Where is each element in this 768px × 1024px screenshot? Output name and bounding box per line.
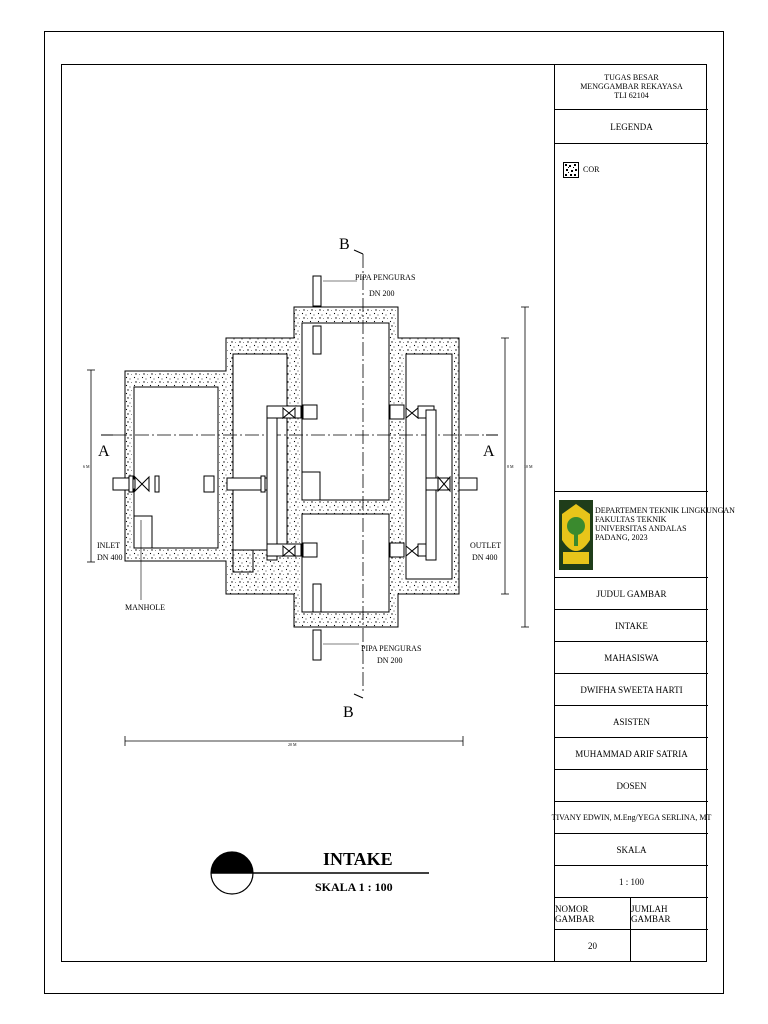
lecturer-label: DOSEN	[555, 770, 708, 802]
dimension-lines	[87, 306, 529, 746]
sheet-inner-border	[61, 64, 707, 962]
institution-line-1: DEPARTEMEN TEKNIK LINGKUNGAN	[595, 506, 735, 515]
lecturer-name: TIVANY EDWIN, M.Eng/YEGA SERLINA, MT	[552, 802, 711, 834]
drain-pipe-top-label-2: DN 200	[369, 289, 395, 298]
drawing-title-label: JUDUL GAMBAR	[555, 578, 708, 610]
scale-label: SKALA	[555, 834, 708, 866]
university-logo-icon	[559, 500, 593, 570]
dimension-right-inner-label: 8 M	[507, 464, 514, 469]
number-header-row: NOMOR GAMBAR JUMLAH GAMBAR	[555, 898, 708, 930]
institution-line-3: UNIVERSITAS ANDALAS	[595, 524, 687, 533]
course-line-3: TLI 62104	[614, 91, 649, 100]
title-symbol	[210, 851, 429, 895]
section-b-top-label: B	[339, 236, 350, 253]
section-a-left-label: A	[98, 443, 110, 460]
intake-plan-drawing: A A B B PIPA PENGURAS DN 200 PIPA PENGUR…	[83, 236, 533, 895]
main-drawing-title: INTAKE	[323, 849, 393, 869]
inlet-pipe	[112, 475, 215, 493]
drawing-number-label: NOMOR GAMBAR	[555, 898, 631, 929]
course-line-2: MENGGAMBAR REKAYASA	[580, 82, 683, 91]
sheet-outer-border	[44, 31, 724, 994]
drain-pipe-top	[312, 275, 322, 355]
institution-text: DEPARTEMEN TEKNIK LINGKUNGAN FAKULTAS TE…	[595, 506, 735, 542]
drawing-count-label: JUMLAH GAMBAR	[631, 903, 671, 924]
course-line-1: TUGAS BESAR	[604, 73, 659, 82]
assistant-name: MUHAMMAD ARIF SATRIA	[555, 738, 708, 770]
inlet-label-1: INLET	[97, 541, 120, 550]
dimension-left-label: 6 M	[83, 464, 90, 469]
concrete-walls	[124, 306, 460, 628]
legend-title: LEGENDA	[555, 110, 708, 144]
assistant-label: ASISTEN	[555, 706, 708, 738]
main-drawing-scale: SKALA 1 : 100	[315, 880, 393, 894]
drain-pipe-bottom	[312, 583, 322, 661]
outlet-label-1: OUTLET	[470, 541, 501, 550]
drain-pipe-bottom-label-2: DN 200	[377, 656, 403, 665]
inlet-label-2: DN 400	[97, 553, 123, 562]
drain-pipe-top-label-1: PIPA PENGURAS	[355, 273, 415, 282]
course-header: TUGAS BESAR MENGGAMBAR REKAYASA TLI 6210…	[555, 64, 708, 110]
drawing-number-value: 20	[555, 930, 631, 961]
dimension-bottom-label: 20 M	[288, 742, 297, 747]
drawing-area: A A B B PIPA PENGURAS DN 200 PIPA PENGUR…	[61, 64, 554, 962]
institution-line-4: PADANG, 2023	[595, 533, 648, 542]
legend-item-label: COR	[583, 165, 600, 174]
manhole-label: MANHOLE	[125, 603, 165, 612]
drawing-title-value: INTAKE	[555, 610, 708, 642]
student-name: DWIFHA SWEETA HARTI	[555, 674, 708, 706]
section-a-right-label: A	[483, 443, 495, 460]
title-block: TUGAS BESAR MENGGAMBAR REKAYASA TLI 6210…	[552, 64, 735, 962]
institution-block: DEPARTEMEN TEKNIK LINGKUNGAN FAKULTAS TE…	[555, 492, 735, 578]
section-b-bottom-label: B	[343, 704, 354, 721]
dimension-right-outer-label: 10 M	[524, 464, 533, 469]
institution-line-2: FAKULTAS TEKNIK	[595, 515, 667, 524]
inner-partitions	[133, 471, 389, 573]
connecting-pipes	[226, 404, 478, 561]
outlet-label-2: DN 400	[472, 553, 498, 562]
drawing-count-value	[631, 930, 708, 961]
drain-pipe-bottom-label-1: PIPA PENGURAS	[361, 644, 421, 653]
section-line-b	[353, 249, 364, 699]
legend-area: COR	[555, 144, 708, 492]
student-label: MAHASISWA	[555, 642, 708, 674]
concrete-swatch-icon	[563, 162, 579, 178]
number-value-row: 20	[555, 930, 708, 962]
scale-value: 1 : 100	[555, 866, 708, 898]
